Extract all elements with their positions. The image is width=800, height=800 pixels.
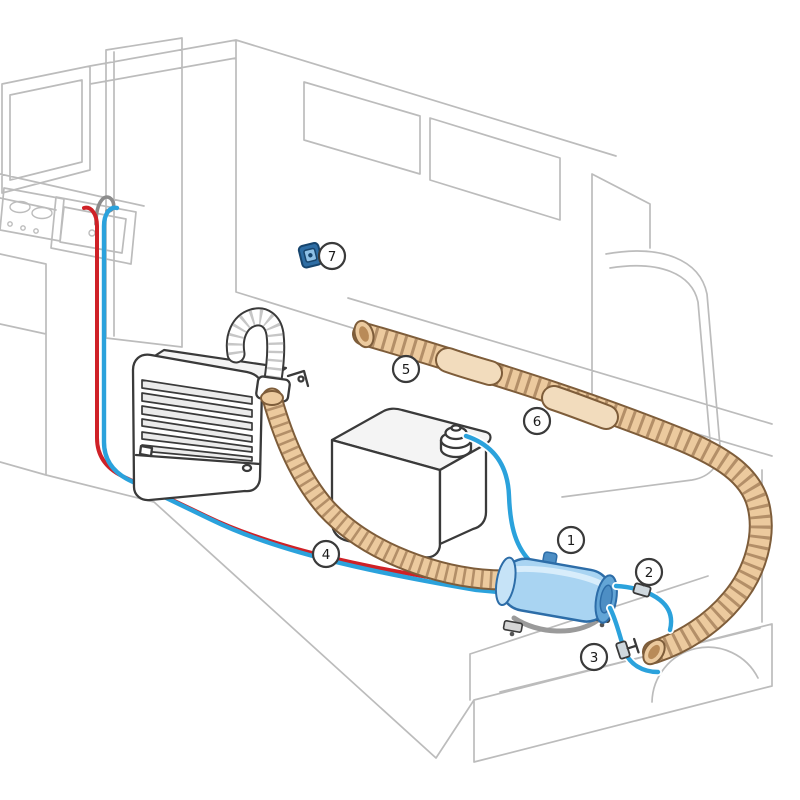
callout-number: 7: [328, 249, 337, 265]
switch-dial: [308, 253, 313, 258]
stove-knob: [20, 225, 26, 231]
callout-1: 1: [556, 525, 586, 555]
callout-5: 5: [391, 354, 421, 384]
bracket-screw: [297, 375, 305, 383]
stove-knob: [33, 228, 39, 234]
callout-6: 6: [522, 406, 552, 436]
callout-2: 2: [634, 557, 664, 587]
pump-boiler-unit: [494, 551, 618, 637]
callout-number: 1: [567, 533, 576, 549]
louver: [141, 392, 253, 418]
tank-to-pump-tube: [463, 433, 532, 563]
duct-coupler-2: [543, 387, 617, 428]
wall-bracket: [286, 369, 310, 388]
stove-knob: [7, 221, 13, 227]
foot-screw: [509, 631, 515, 637]
callout-number: 6: [533, 414, 542, 430]
mounting-foot-left: [502, 620, 524, 633]
outlet-tubes: [606, 573, 676, 676]
heater-panel-divider: [134, 453, 262, 466]
callout-number: 4: [322, 547, 331, 563]
louver: [141, 418, 253, 443]
hose4-start-cuff: [260, 390, 284, 406]
louver: [141, 405, 253, 431]
flue-elbow-core: [227, 309, 284, 394]
cold-water-line: [101, 205, 523, 597]
sink-drain: [88, 229, 96, 237]
pump-highlight: [514, 565, 605, 588]
callout-3: 3: [579, 642, 609, 672]
louver: [141, 431, 253, 453]
service-valve-lower: [615, 637, 640, 660]
hose4-core: [263, 389, 513, 589]
filler-cap-knob: [450, 424, 462, 432]
callout-4: 4: [311, 539, 341, 569]
callout-number: 5: [402, 362, 411, 378]
tank-right-face: [438, 442, 488, 546]
callout-circle: [311, 539, 341, 569]
duct-right-end-opening: [648, 644, 660, 660]
callout-circle: [317, 241, 347, 271]
valve-body: [615, 640, 631, 660]
duct-left-end-opening: [359, 326, 369, 342]
tank-filler-cap: [439, 424, 473, 459]
callout-circle: [579, 642, 609, 672]
water-lines: [82, 205, 523, 597]
caravan-structure: [0, 37, 773, 763]
heater-knob: [241, 463, 253, 473]
callout-circle: [634, 557, 664, 587]
heater-latch: [138, 444, 154, 458]
callout-circle: [391, 354, 421, 384]
ventilation-duct: [352, 319, 773, 666]
valve-stem: [626, 637, 640, 654]
callout-circle: [556, 525, 586, 555]
heater-unit: [131, 348, 288, 502]
louver: [141, 379, 253, 405]
callout-number: 2: [645, 565, 654, 581]
callout-circle: [522, 406, 552, 436]
outlet-tube-upper: [613, 583, 674, 633]
heater-vent-louvers: [141, 379, 253, 462]
warm-air-hose: [260, 387, 515, 591]
stove-burner-left: [9, 200, 31, 214]
pump-left-cap: [494, 556, 517, 607]
callout-7: 7: [317, 241, 347, 271]
foot-screw: [599, 622, 605, 628]
mounting-strap: [511, 615, 601, 634]
stove-burner-right: [31, 206, 53, 220]
callout-number: 3: [590, 650, 599, 666]
duct-coupler-1: [437, 349, 501, 384]
